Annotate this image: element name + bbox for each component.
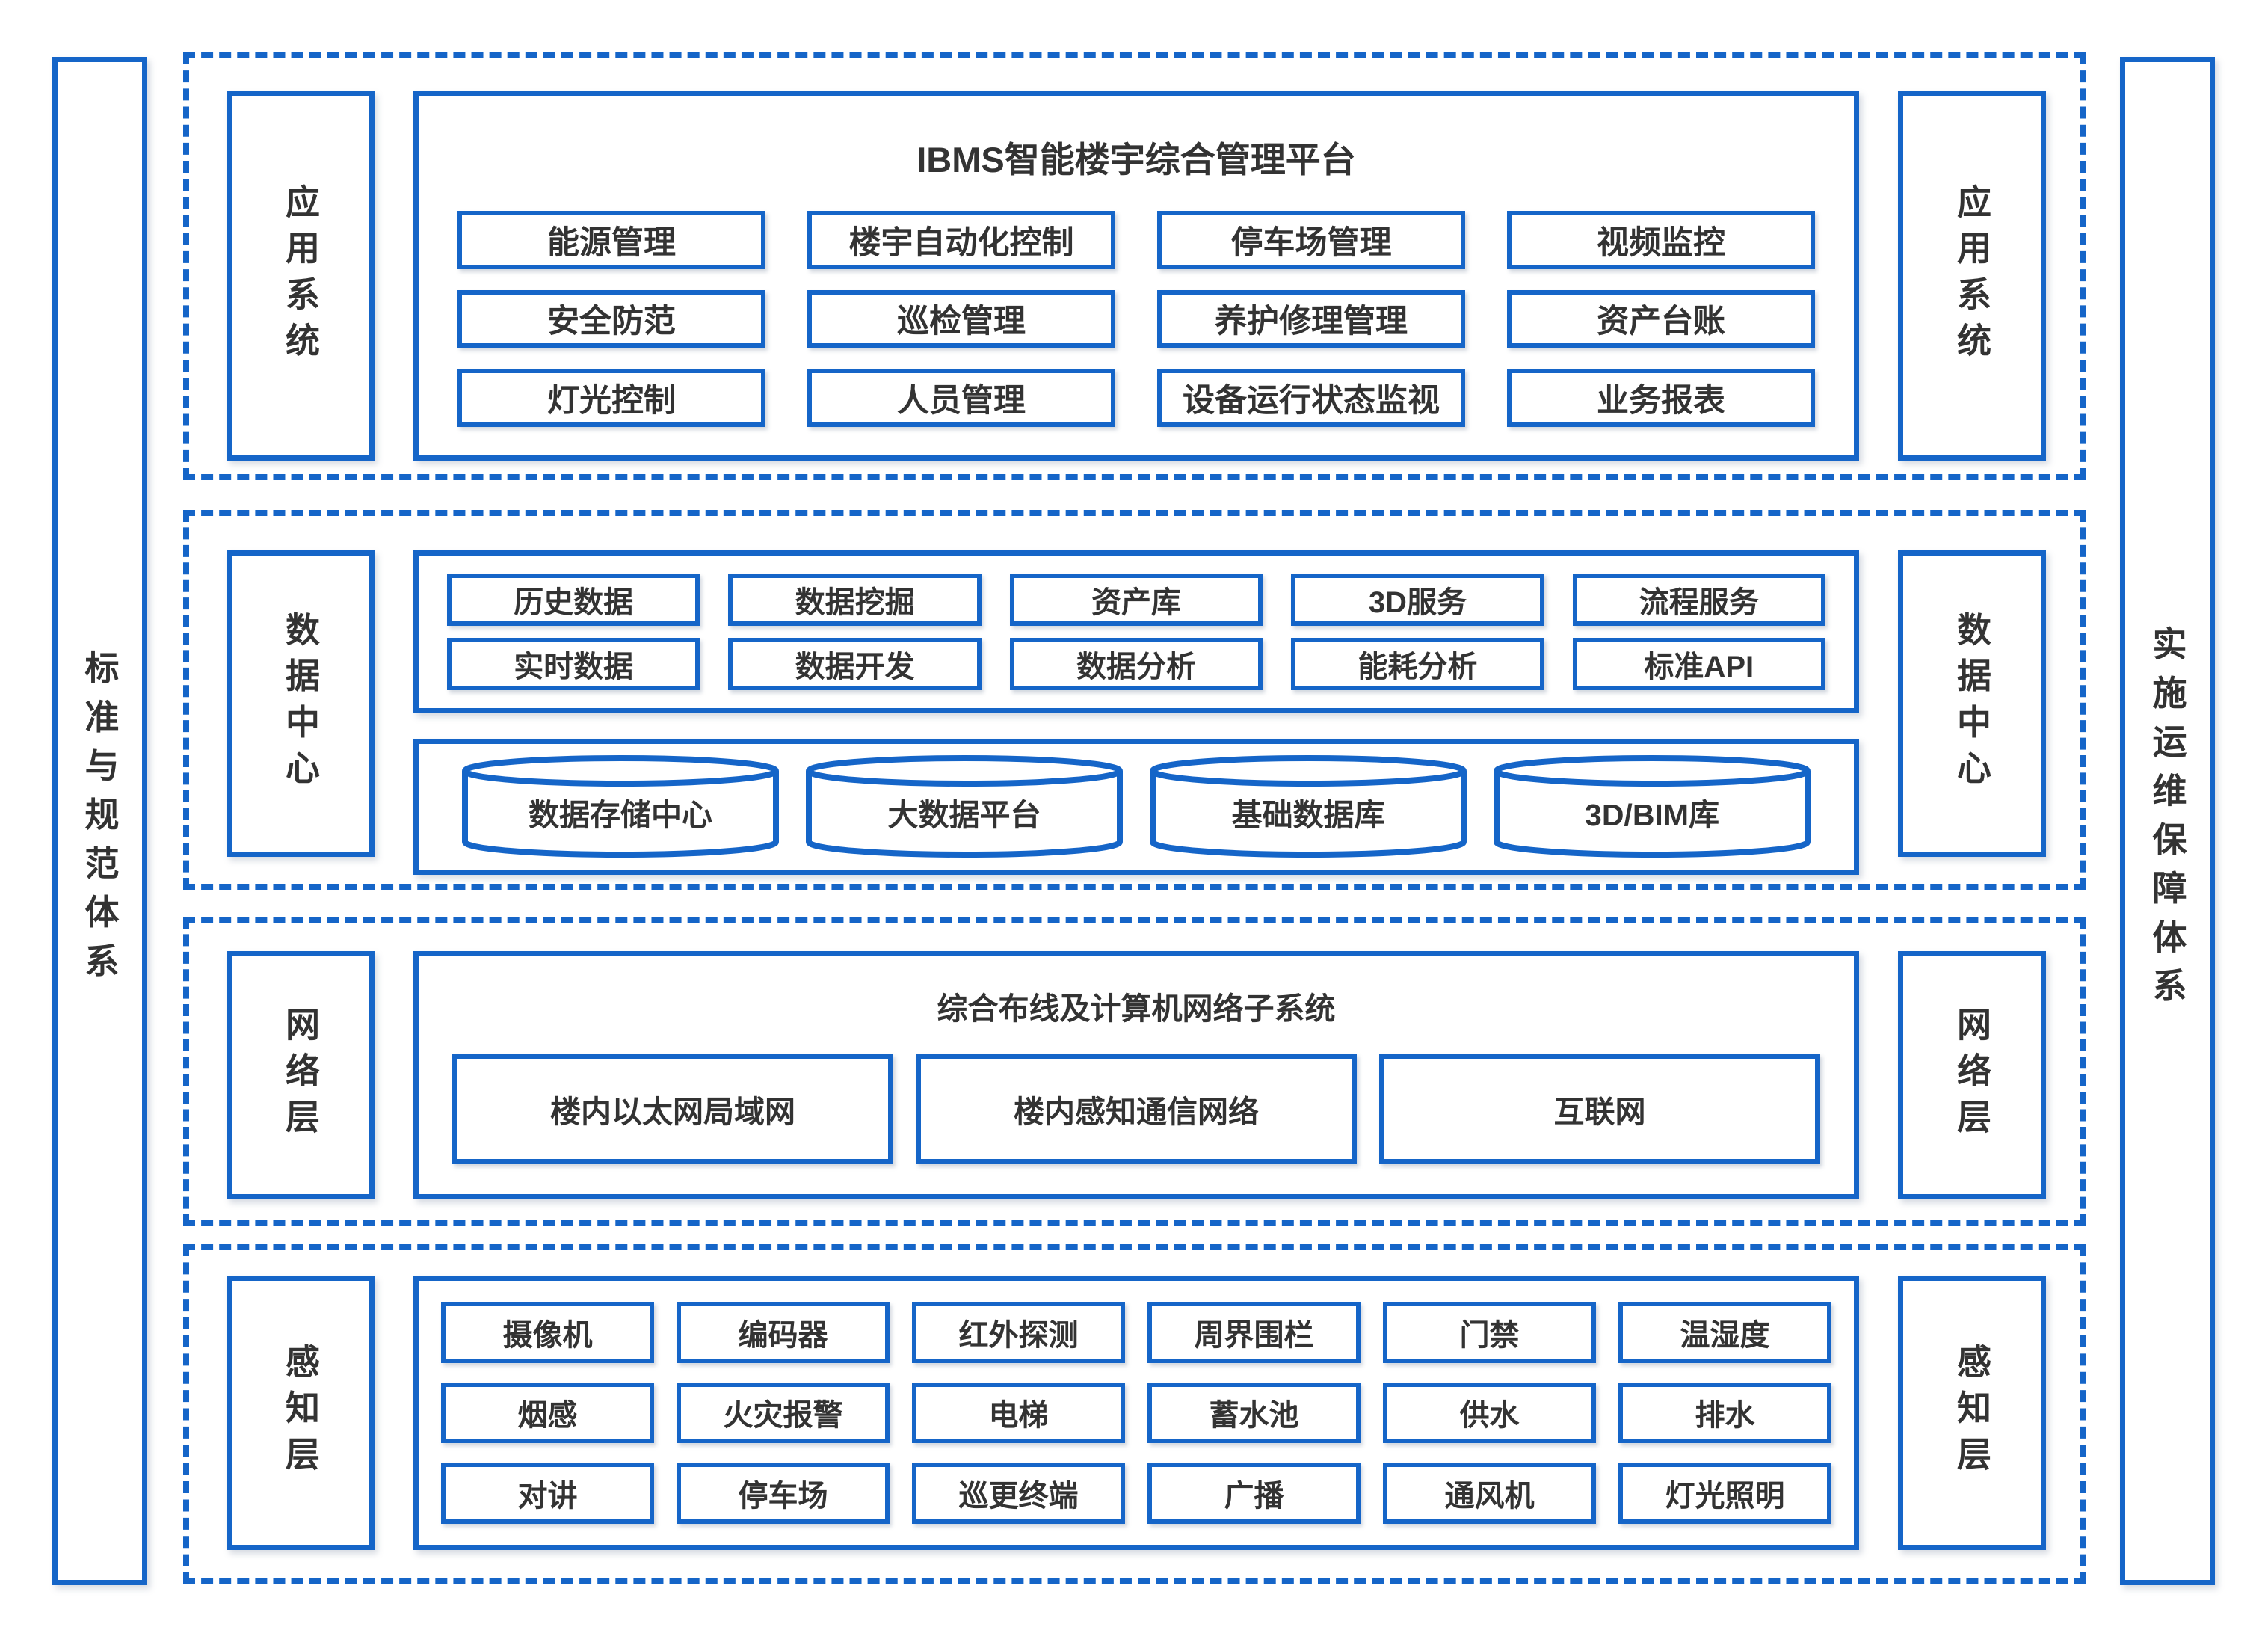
device-box: 蓄水池: [1147, 1382, 1361, 1444]
perception-layer-section: 感知层 摄像机 编码器 红外探测 周界围栏 门禁 温湿度 烟感 火灾报警 电梯 …: [183, 1244, 2086, 1584]
database-cylinder-icon: [462, 755, 779, 858]
app-platform-title: IBMS智能楼宇综合管理平台: [916, 140, 1356, 179]
device-box: 灯光照明: [1618, 1463, 1831, 1524]
perception-device-grid: 摄像机 编码器 红外探测 周界围栏 门禁 温湿度 烟感 火灾报警 电梯 蓄水池 …: [413, 1276, 1859, 1550]
standards-spec-label: 标准与规范体系: [80, 650, 120, 992]
app-module-box: 设备运行状态监视: [1157, 369, 1465, 427]
data-center-column: 历史数据 数据挖掘 资产库 3D服务 流程服务 实时数据 数据开发 数据分析 能…: [413, 550, 1859, 875]
device-box: 温湿度: [1618, 1302, 1831, 1363]
perception-side-label-right: 感知层: [1898, 1276, 2046, 1550]
data-service-grid: 历史数据 数据挖掘 资产库 3D服务 流程服务 实时数据 数据开发 数据分析 能…: [413, 550, 1859, 713]
network-side-label-left-text: 网络层: [281, 1006, 320, 1145]
data-service-box: 数据分析: [1009, 638, 1263, 690]
database-cylinder-icon: [1150, 755, 1467, 858]
network-box: 楼内感知通信网络: [916, 1054, 1357, 1164]
cylinder-label: 3D/BIM库: [1585, 798, 1719, 832]
device-box: 周界围栏: [1147, 1302, 1361, 1363]
device-box: 巡更终端: [912, 1463, 1125, 1524]
data-side-label-right-text: 数据中心: [1953, 611, 1991, 796]
perception-side-label-right-text: 感知层: [1953, 1344, 1991, 1482]
app-side-label-right: 应用系统: [1898, 91, 2046, 461]
app-module-box: 灯光控制: [457, 369, 765, 427]
data-service-box: 流程服务: [1572, 574, 1825, 626]
data-service-box: 标准API: [1572, 638, 1825, 690]
app-side-label-left: 应用系统: [227, 91, 375, 461]
device-box: 火灾报警: [677, 1382, 890, 1444]
network-subsystem-title: 综合布线及计算机网络子系统: [937, 991, 1336, 1026]
data-storage-box: 数据存储中心 大数据平台 基础数据库: [413, 739, 1859, 875]
data-service-box: 3D服务: [1291, 574, 1544, 626]
cylinder-label: 数据存储中心: [529, 798, 712, 832]
device-box: 编码器: [677, 1302, 890, 1363]
network-box: 楼内以太网局域网: [452, 1054, 893, 1164]
app-platform-box: IBMS智能楼宇综合管理平台 能源管理 楼宇自动化控制 停车场管理 视频监控 安…: [413, 91, 1859, 461]
network-box: 互联网: [1379, 1054, 1820, 1164]
data-service-box: 数据开发: [728, 638, 982, 690]
app-side-label-right-text: 应用系统: [1953, 183, 1991, 369]
app-module-box: 楼宇自动化控制: [807, 211, 1115, 269]
app-module-box: 巡检管理: [807, 289, 1115, 348]
device-box: 烟感: [441, 1382, 654, 1444]
app-module-box: 停车场管理: [1157, 211, 1465, 269]
data-side-label-right: 数据中心: [1898, 550, 2046, 857]
app-module-box: 人员管理: [807, 369, 1115, 427]
app-module-box: 能源管理: [457, 211, 765, 269]
network-box-row: 楼内以太网局域网 楼内感知通信网络 互联网: [452, 1054, 1820, 1164]
device-box: 电梯: [912, 1382, 1125, 1444]
data-service-box: 数据挖掘: [728, 574, 982, 626]
device-box: 排水: [1618, 1382, 1831, 1444]
database-cylinder-icon: [1494, 755, 1811, 858]
device-box: 红外探测: [912, 1302, 1125, 1363]
network-subsystem-box: 综合布线及计算机网络子系统 楼内以太网局域网 楼内感知通信网络 互联网: [413, 951, 1859, 1199]
data-service-box: 历史数据: [447, 574, 700, 626]
app-module-grid: 能源管理 楼宇自动化控制 停车场管理 视频监控 安全防范 巡检管理 养护修理管理…: [441, 211, 1831, 427]
app-module-box: 业务报表: [1507, 369, 1815, 427]
app-module-box: 安全防范: [457, 289, 765, 348]
app-module-box: 资产台账: [1507, 289, 1815, 348]
standards-spec-pillar: 标准与规范体系: [52, 57, 147, 1585]
app-side-label-left-text: 应用系统: [281, 183, 320, 369]
cylinder-label: 基础数据库: [1231, 798, 1385, 832]
network-side-label-right-text: 网络层: [1953, 1006, 1991, 1145]
device-box: 门禁: [1383, 1302, 1596, 1363]
ops-guarantee-pillar: 实施运维保障体系: [2120, 57, 2215, 1585]
data-center-section: 数据中心 历史数据 数据挖掘 资产库 3D服务 流程服务 实时数据 数据开发 数…: [183, 510, 2086, 890]
data-cylinder: 大数据平台: [803, 754, 1126, 859]
data-cylinder: 3D/BIM库: [1491, 754, 1814, 859]
ops-guarantee-label: 实施运维保障体系: [2148, 625, 2187, 1017]
cylinder-label: 大数据平台: [887, 798, 1041, 832]
app-module-box: 养护修理管理: [1157, 289, 1465, 348]
device-box: 停车场: [677, 1463, 890, 1524]
device-box: 对讲: [441, 1463, 654, 1524]
device-box: 通风机: [1383, 1463, 1596, 1524]
device-box: 广播: [1147, 1463, 1361, 1524]
data-service-box: 能耗分析: [1291, 638, 1544, 690]
data-service-box: 资产库: [1009, 574, 1263, 626]
database-cylinder-icon: [806, 755, 1123, 858]
network-side-label-left: 网络层: [227, 951, 375, 1199]
data-service-box: 实时数据: [447, 638, 700, 690]
device-box: 供水: [1383, 1382, 1596, 1444]
network-layer-section: 网络层 综合布线及计算机网络子系统 楼内以太网局域网 楼内感知通信网络 互联网 …: [183, 917, 2086, 1226]
data-cylinder: 基础数据库: [1147, 754, 1470, 859]
data-side-label-left-text: 数据中心: [281, 611, 320, 796]
app-module-box: 视频监控: [1507, 211, 1815, 269]
perception-side-label-left-text: 感知层: [281, 1344, 320, 1482]
data-cylinder: 数据存储中心: [459, 754, 782, 859]
perception-side-label-left: 感知层: [227, 1276, 375, 1550]
data-side-label-left: 数据中心: [227, 550, 375, 857]
device-box: 摄像机: [441, 1302, 654, 1363]
application-layer-section: 应用系统 IBMS智能楼宇综合管理平台 能源管理 楼宇自动化控制 停车场管理 视…: [183, 52, 2086, 480]
network-side-label-right: 网络层: [1898, 951, 2046, 1199]
